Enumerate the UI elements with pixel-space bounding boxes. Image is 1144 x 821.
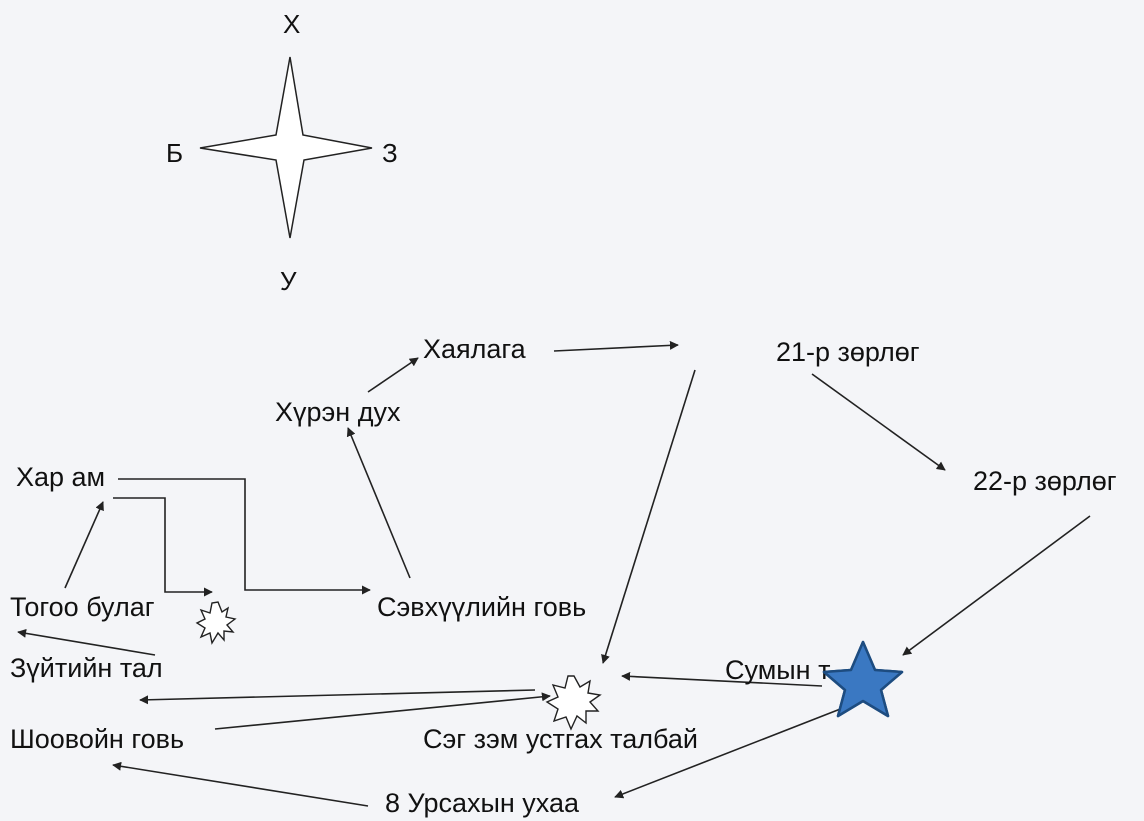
place-label-shoovoin-govi: Шоовойн говь bbox=[10, 724, 185, 754]
arrow-zorlog22-to-star bbox=[902, 515, 1091, 656]
place-label-zuitiin-tal: Зүйтийн тал bbox=[10, 653, 163, 683]
place-label-togoo-bulag: Тогоо булаг bbox=[10, 592, 155, 622]
place-label-ursakhyn-ukhaa: 8 Урсахын ухаа bbox=[385, 788, 580, 818]
arrow-zuitiin-to-togoo bbox=[17, 628, 156, 656]
arrow-khayalaga-to-right bbox=[553, 340, 679, 352]
arrow-ursakh-to-shoovoin bbox=[112, 761, 369, 807]
arrow-seg-to-shoovoin bbox=[214, 692, 551, 730]
arrow-khuren-to-khayalaga bbox=[367, 357, 419, 393]
compass-north-label: Х bbox=[283, 9, 301, 39]
place-label-sumyn: Сумын т bbox=[725, 655, 831, 685]
burst-icon-small bbox=[195, 601, 237, 645]
compass-rose-icon bbox=[199, 56, 373, 239]
star-icon bbox=[822, 640, 904, 718]
compass-south-label: У bbox=[280, 266, 297, 296]
place-label-khar-am: Хар ам bbox=[16, 462, 106, 492]
place-label-khuren-dukh: Хүрэн дух bbox=[275, 397, 401, 427]
arrow-top-to-seg-zem bbox=[601, 369, 696, 664]
arrow-sevkhuul-to-khuren bbox=[346, 427, 411, 579]
place-label-sevkhuuliin-govi: Сэвхүүлийн говь bbox=[377, 592, 587, 622]
compass-east-label: З bbox=[382, 138, 398, 168]
arrow-star-to-seg bbox=[621, 671, 823, 687]
arrow-zorlog21-to-zorlog22 bbox=[811, 373, 946, 471]
arrow-star-to-ursakh bbox=[614, 705, 849, 799]
arrow-kharam-to-burst bbox=[113, 497, 213, 597]
place-label-khayalaga: Хаялага bbox=[423, 334, 526, 364]
burst-icon-large bbox=[545, 675, 602, 731]
place-label-seg-zem: Сэг зэм устгах талбай bbox=[423, 724, 698, 754]
arrow-togoo-to-kharam bbox=[64, 501, 104, 589]
place-label-21-zorlog: 21-р зөрлөг bbox=[776, 337, 920, 367]
place-label-22-zorlog: 22-р зөрлөг bbox=[973, 466, 1117, 496]
compass-west-label: Б bbox=[166, 138, 184, 168]
arrow-seg-to-zuitiin bbox=[139, 689, 536, 705]
arrow-kharam-to-sevkhuul bbox=[118, 478, 371, 595]
